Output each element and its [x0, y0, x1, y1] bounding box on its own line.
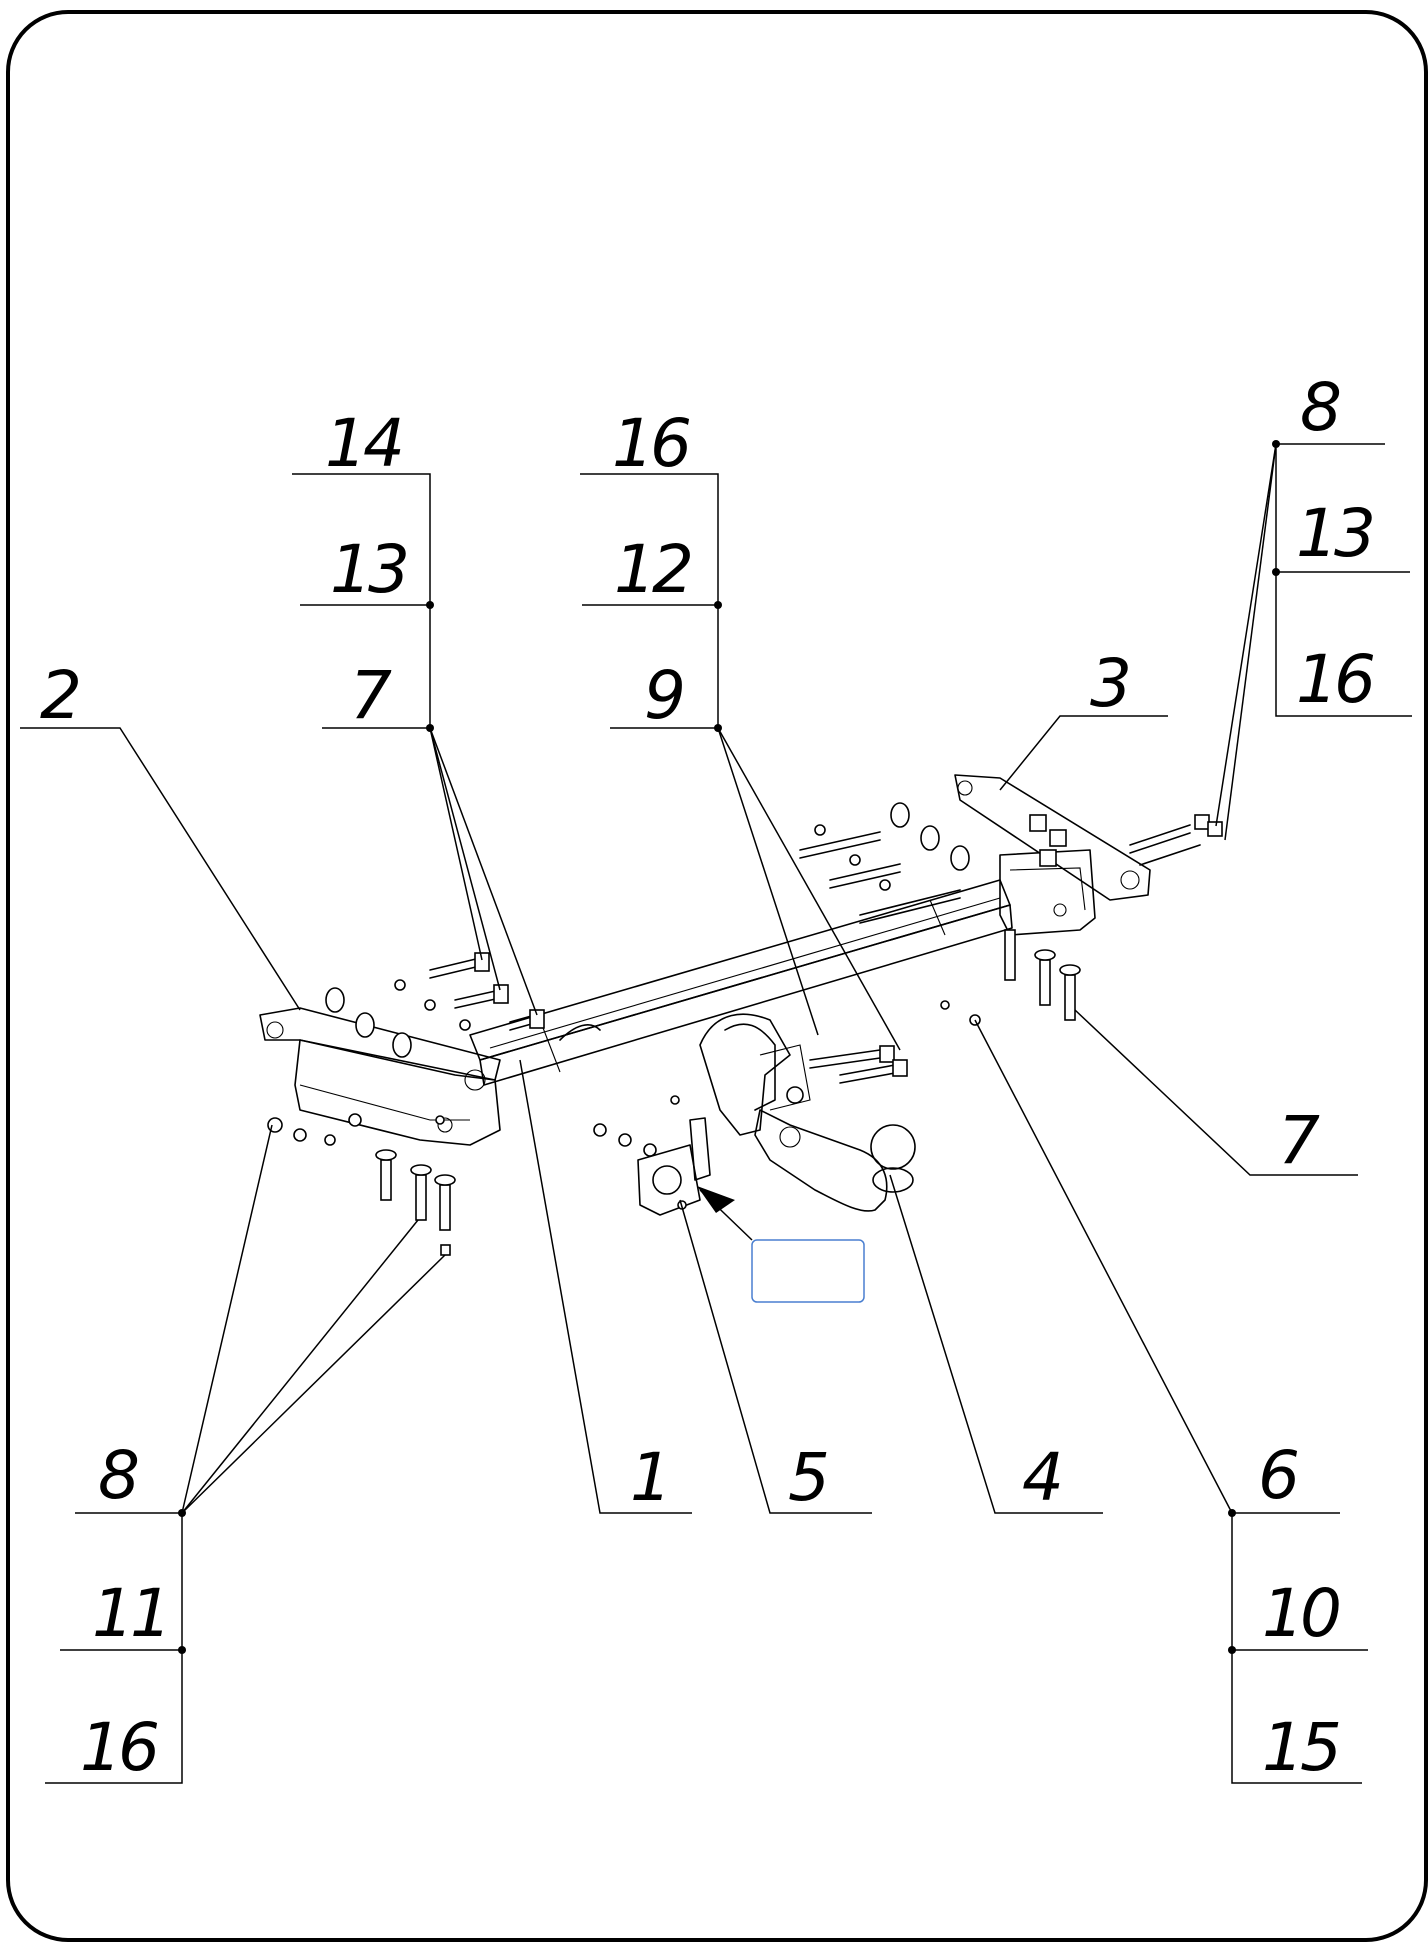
callout-group-1: 1 — [519, 1059, 692, 1516]
callout-15: 15 — [1262, 1709, 1339, 1786]
callout-1: 1 — [630, 1439, 668, 1516]
callout-4: 4 — [1022, 1439, 1060, 1516]
callout-2: 2 — [40, 657, 78, 734]
callout-16: 16 — [612, 405, 690, 482]
callout-group-8-11-16-left: 8 11 16 — [45, 1124, 446, 1786]
right-bracket — [954, 774, 1151, 936]
right-bolts — [799, 802, 1223, 924]
tow-ball — [754, 1109, 916, 1212]
callout-group-7-right: 7 — [1074, 1009, 1358, 1179]
callout-9: 9 — [644, 657, 682, 734]
center-bolts — [593, 1045, 908, 1157]
callout-7: 7 — [350, 657, 392, 734]
callout-group-16-12-9: 16 12 9 — [580, 405, 901, 1051]
callout-14: 14 — [325, 405, 401, 482]
callout-8-left: 8 — [98, 1437, 138, 1514]
callout-5: 5 — [788, 1439, 827, 1516]
callout-13-right: 13 — [1296, 495, 1372, 572]
left-top-bolts — [325, 952, 545, 1058]
towbar-assembly — [259, 774, 1223, 1256]
callout-11: 11 — [92, 1575, 168, 1652]
callout-10: 10 — [1262, 1575, 1339, 1652]
callout-group-5: 5 — [679, 1199, 872, 1516]
callout-3: 3 — [1090, 645, 1128, 722]
callout-group-4: 4 — [889, 1174, 1103, 1516]
callout-13: 13 — [330, 531, 406, 608]
left-vertical-bolts — [375, 1115, 456, 1256]
tag-arrow-icon — [697, 1186, 735, 1213]
hitch-bracket — [699, 1013, 811, 1136]
callout-group-6-10-15: 6 10 15 — [974, 1019, 1368, 1786]
cross-beam — [469, 879, 1013, 1086]
callout-group-14-13-7: 14 13 7 — [292, 405, 538, 1016]
drawing-frame — [6, 10, 1428, 1942]
callout-group-3: 3 — [999, 645, 1168, 791]
callout-7-right: 7 — [1278, 1102, 1320, 1179]
callout-16-left: 16 — [80, 1709, 158, 1786]
socket-plate — [637, 1117, 711, 1216]
callout-group-8-13-16-right: 8 13 16 — [1215, 369, 1412, 841]
left-nuts — [267, 1113, 362, 1146]
empty-tag — [751, 1239, 865, 1303]
callout-6: 6 — [1258, 1437, 1298, 1514]
callout-12: 12 — [614, 531, 690, 608]
callout-group-2: 2 — [20, 657, 301, 1011]
callout-16-right: 16 — [1296, 641, 1374, 718]
callout-8-right: 8 — [1300, 369, 1340, 446]
right-vertical-bolts — [940, 929, 1081, 1026]
left-bracket — [259, 1007, 501, 1146]
